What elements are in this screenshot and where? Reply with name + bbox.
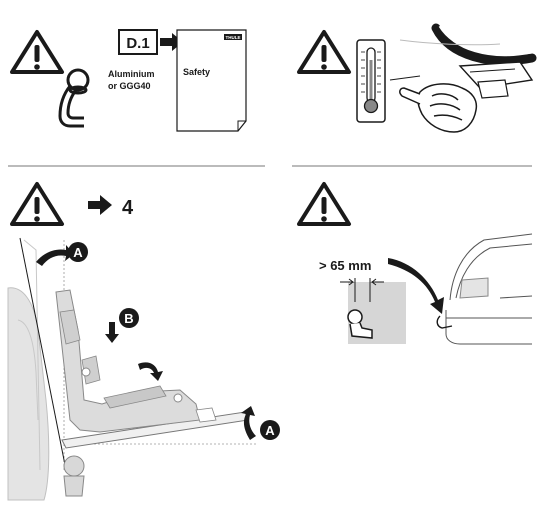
material-line-2: or GGG40	[108, 81, 151, 91]
hand-icon	[399, 83, 478, 133]
warning-icon	[10, 182, 64, 226]
step-ref-label: 4	[122, 197, 134, 219]
doc-ref-label: D.1	[126, 35, 149, 52]
doc-title: Safety	[183, 67, 210, 77]
badge-b-label: B	[124, 311, 133, 326]
pivot-axis	[19, 237, 67, 471]
badge-a-bottom: A	[260, 420, 280, 440]
car-rear-illustration	[7, 239, 50, 501]
dimension-markers	[340, 278, 384, 302]
rotate-arrow-right	[138, 362, 163, 381]
panel-temperature	[297, 23, 537, 133]
badge-a-top-label: A	[73, 245, 83, 260]
panel-material-safety: Aluminium or GGG40 D.1 THULE Safety	[10, 29, 247, 132]
tow-ball-icon	[58, 68, 90, 128]
tow-ball-icon	[347, 309, 373, 339]
arrow-right-icon	[88, 195, 112, 215]
rotation-guides	[63, 240, 258, 470]
curved-arrow-icon	[388, 258, 444, 314]
badge-a-top: A	[68, 242, 88, 262]
doc-ref-box	[118, 29, 158, 55]
thermometer-icon	[356, 39, 386, 123]
badge-b: B	[119, 308, 139, 328]
carrier-wheel-illustration	[389, 23, 537, 99]
rotate-arrow-bottom	[241, 406, 256, 440]
panel-tilt-mechanism: 4	[7, 182, 280, 501]
doc-brand: THULE	[226, 35, 241, 40]
press-down-arrow	[105, 322, 119, 343]
car-rear-outline	[436, 233, 533, 345]
warning-icon	[297, 182, 351, 226]
carrier-frame	[55, 289, 249, 449]
rotate-arrow-top	[36, 245, 74, 266]
material-line-1: Aluminium	[108, 69, 155, 79]
warning-icon	[297, 30, 351, 74]
safety-booklet-icon: THULE Safety	[176, 29, 247, 132]
badge-a-bottom-label: A	[265, 423, 275, 438]
panel-clearance: > 65 mm	[297, 182, 533, 345]
warning-icon	[10, 30, 64, 74]
tow-ball	[63, 455, 85, 497]
clearance-label: > 65 mm	[319, 258, 371, 273]
